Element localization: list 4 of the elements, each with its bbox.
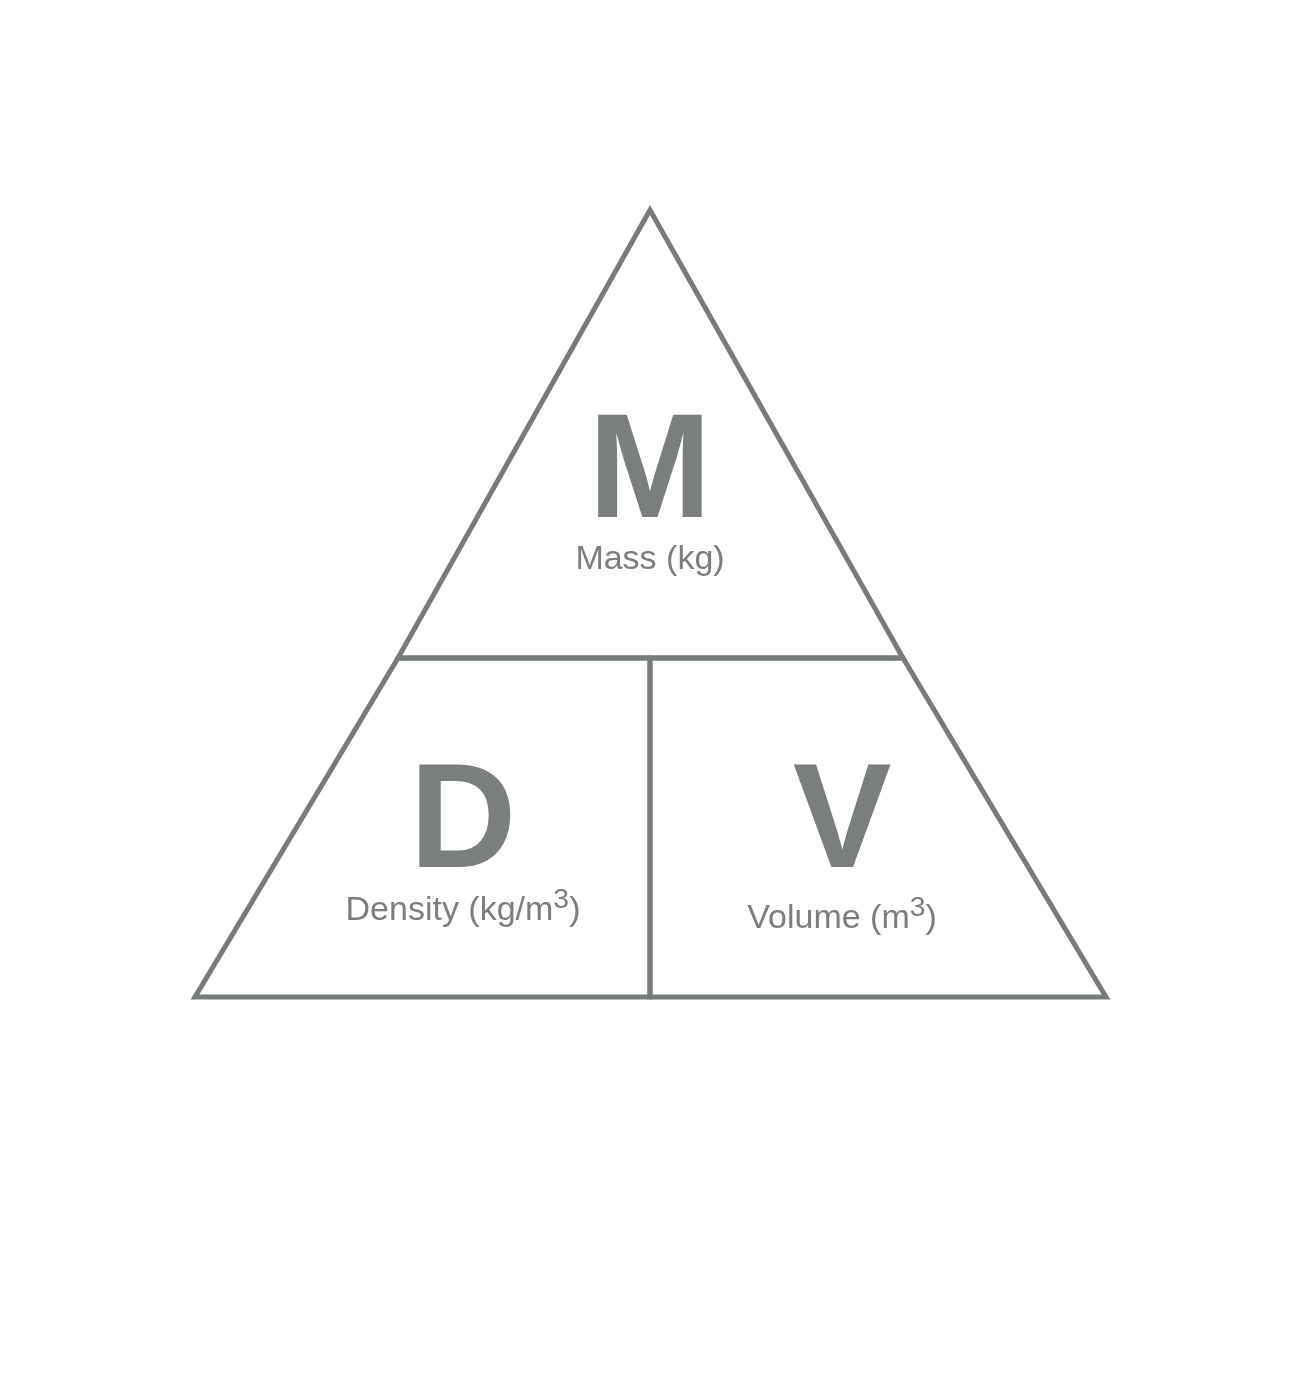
- quantity-label: Mass (kg): [575, 540, 725, 574]
- quantity-label: Volume (m$^{3}$): [747, 892, 937, 934]
- quantity-symbol: V: [792, 742, 892, 890]
- quantity-symbol: M: [588, 392, 712, 540]
